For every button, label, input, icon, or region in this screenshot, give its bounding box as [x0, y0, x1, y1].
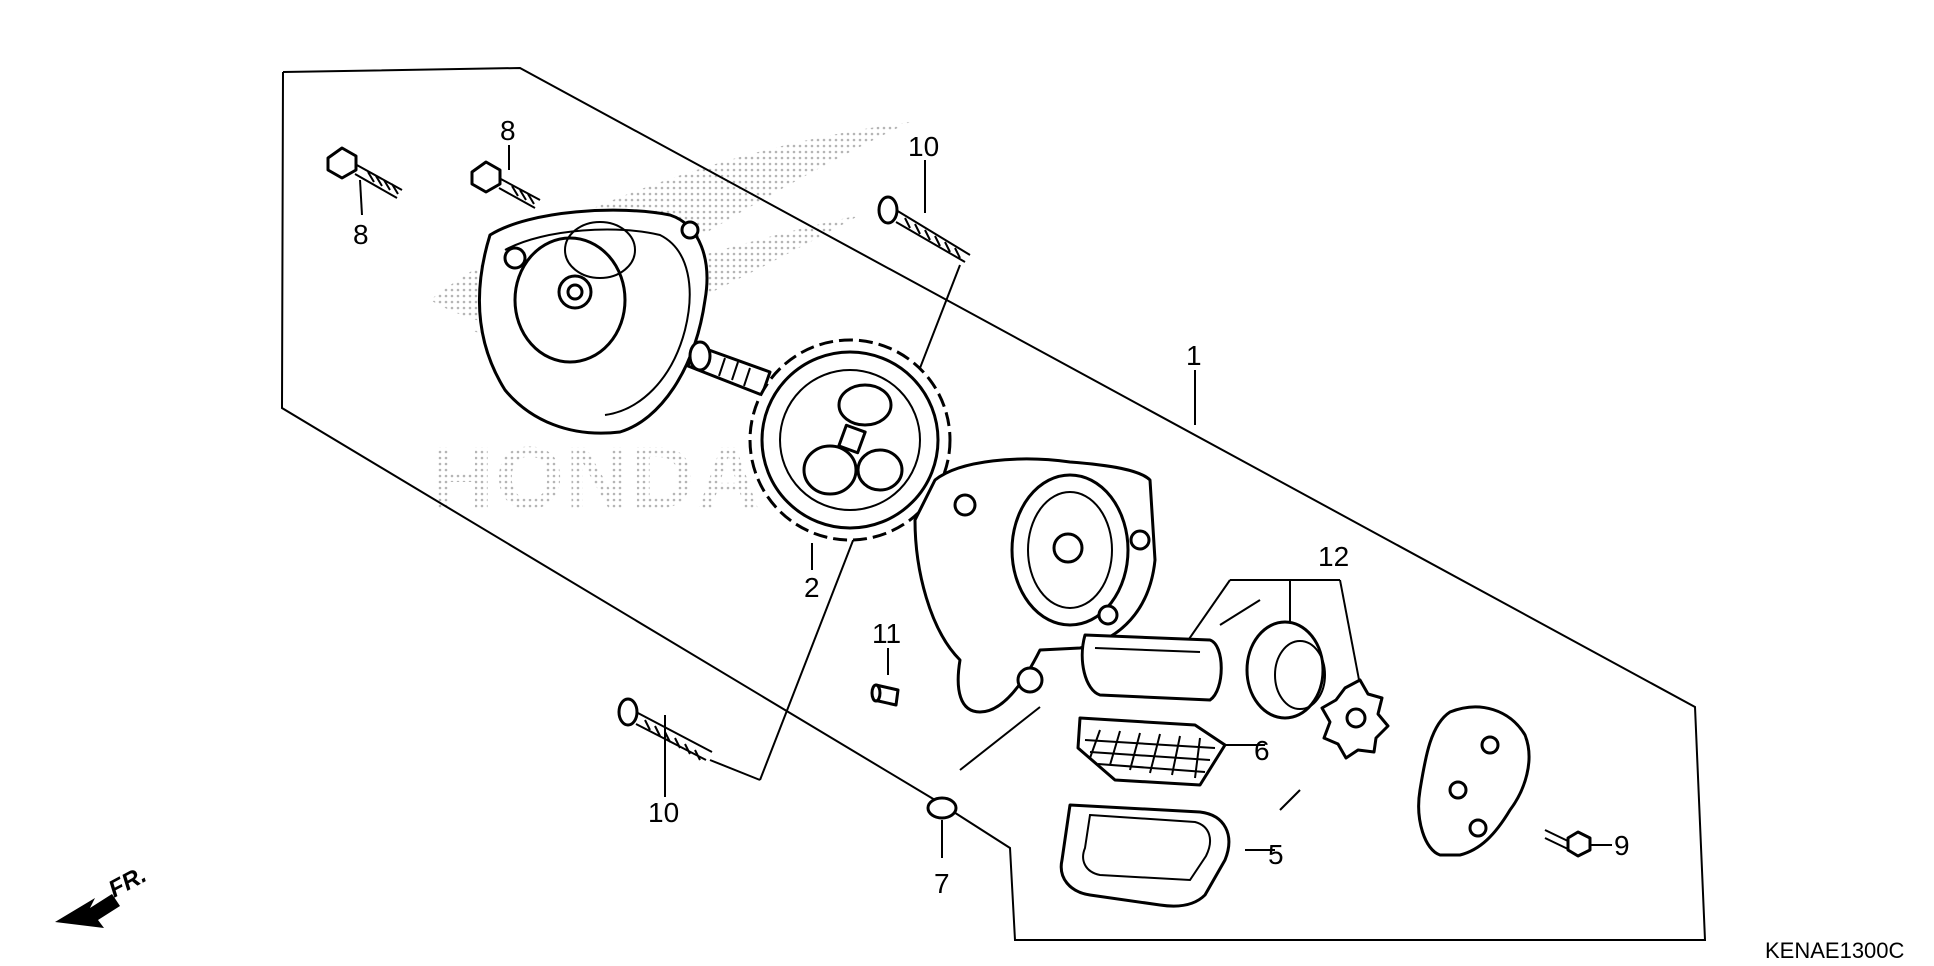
- rear-cover-plate: [1417, 705, 1531, 857]
- pump-body-1: [913, 457, 1223, 714]
- callout-5: 5: [1268, 839, 1284, 870]
- drawing-code: KENAE1300C: [1765, 938, 1905, 963]
- callout-8-top: 8: [500, 115, 516, 146]
- callout-6: 6: [1254, 735, 1270, 766]
- front-direction-indicator: FR.: [55, 861, 151, 928]
- leader-lines: [359, 145, 1612, 858]
- bolt-8-right: [470, 160, 541, 209]
- callout-1: 1: [1186, 340, 1202, 371]
- callouts: 1 2 5 6 7 8 8 9 10 10 11 12: [353, 115, 1630, 899]
- oil-strainer-6: [1076, 716, 1227, 787]
- callout-7: 7: [934, 868, 950, 899]
- dowel-pin-11: [870, 683, 900, 707]
- o-ring-7: [926, 796, 958, 820]
- callout-9: 9: [1614, 830, 1630, 861]
- driven-sprocket-2: [748, 338, 952, 542]
- watermark-lettering: HONDA: [430, 428, 760, 527]
- rotor-set-12: [1245, 620, 1390, 760]
- bolt-8-left: [326, 146, 403, 199]
- bolt-10-upper: [877, 195, 971, 263]
- callout-12: 12: [1318, 541, 1349, 572]
- bolt-10-lower: [617, 697, 713, 761]
- pump-shaft: [686, 340, 772, 397]
- front-arrow-icon: [55, 894, 120, 928]
- screw-9: [1544, 829, 1592, 858]
- pump-cover: [477, 208, 709, 435]
- callout-8-left: 8: [353, 219, 369, 250]
- callout-11: 11: [872, 618, 901, 649]
- callout-2: 2: [804, 572, 820, 603]
- callout-10-top: 10: [908, 131, 939, 162]
- callout-10-bottom: 10: [648, 797, 679, 828]
- assembly-frame: [280, 66, 1707, 941]
- strainer-gasket-5: [1059, 803, 1231, 908]
